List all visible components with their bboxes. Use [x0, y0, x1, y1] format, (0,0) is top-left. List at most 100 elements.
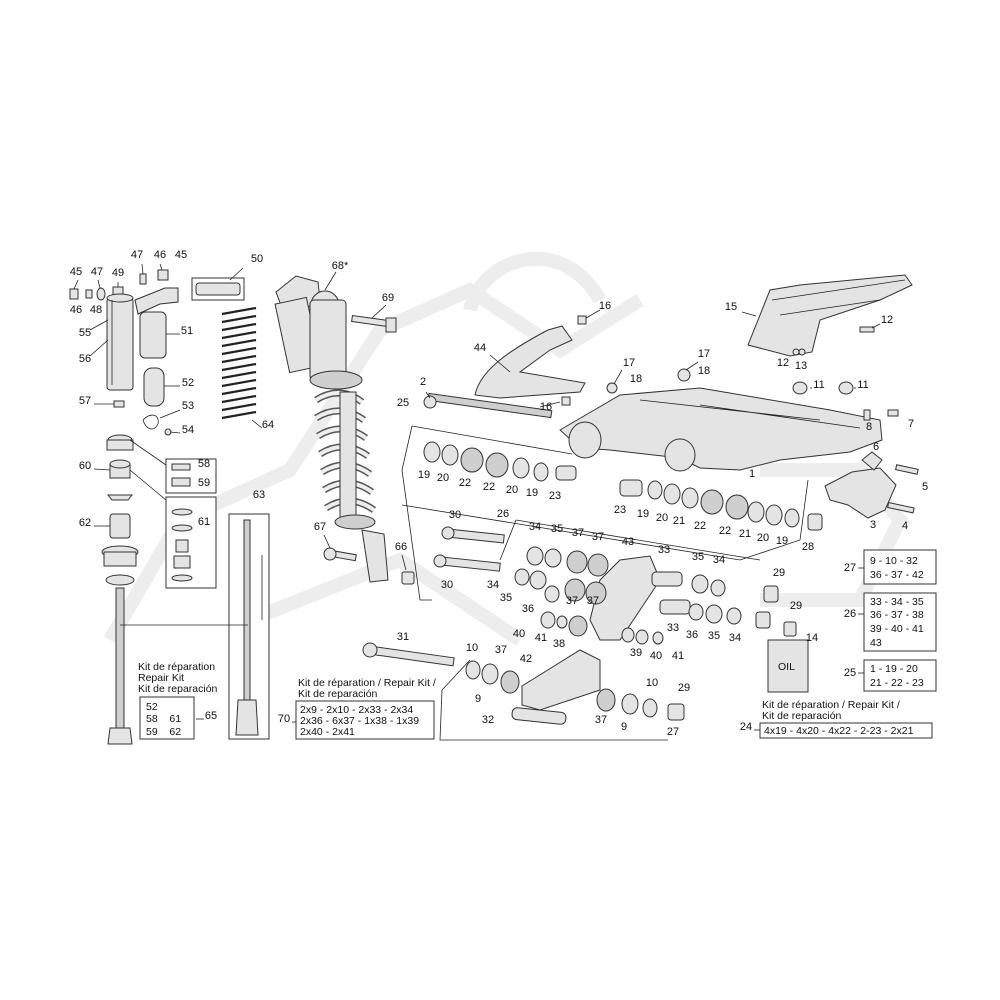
callout-c35b: 35	[692, 551, 704, 563]
callout-c9a: 9	[475, 693, 481, 705]
callout-c52: 52	[182, 377, 194, 389]
callout-c19a: 19	[418, 469, 430, 481]
callout-c37b: 37	[592, 531, 604, 543]
callout-c37c: 37	[566, 595, 578, 607]
callout-c18b: 18	[698, 365, 710, 377]
brake-bracket-3	[824, 467, 897, 519]
kit-25: 1 - 19 - 20 21 - 22 - 23	[863, 659, 937, 692]
callout-c69: 69	[382, 292, 394, 304]
callout-c11a: 11	[813, 379, 824, 391]
callout-c49: 49	[112, 267, 124, 279]
callout-c29a: 29	[773, 567, 785, 579]
callout-c18a: 18	[630, 373, 642, 385]
swingarm-1	[559, 387, 883, 471]
callout-c8: 8	[866, 421, 872, 433]
callout-c30b: 30	[441, 579, 453, 591]
callout-c64: 64	[262, 419, 274, 431]
callout-c59: 59	[198, 477, 210, 489]
kit-26-row-4: 43	[870, 637, 882, 649]
callout-c3: 3	[870, 519, 876, 531]
callout-c19b: 19	[526, 487, 538, 499]
kit-24-title-2: Kit de reparación	[762, 710, 842, 722]
callout-c44: 44	[474, 342, 486, 354]
callout-c19c: 19	[637, 508, 649, 520]
callout-c35a: 35	[551, 523, 563, 535]
callout-c43: 43	[622, 536, 634, 548]
kit-70-title-2: Kit de reparación	[298, 688, 378, 700]
callout-c56: 56	[79, 353, 91, 365]
callout-c16b: 16	[540, 401, 552, 413]
callout-c35d: 35	[708, 630, 720, 642]
spring-64	[221, 306, 257, 420]
callout-c21a: 21	[673, 515, 685, 527]
callout-c25a: 25	[397, 397, 409, 409]
callout-c67: 67	[314, 521, 326, 533]
kit-65-title-1: Kit de réparation	[138, 661, 215, 673]
callout-c66: 66	[395, 541, 407, 553]
callout-c33a: 33	[658, 544, 670, 556]
callout-c12b: 12	[777, 357, 789, 369]
kit-24-row-1: 4x19 - 4x20 - 4x22 - 2-23 - 2x21	[764, 725, 914, 737]
callout-c38: 38	[553, 638, 565, 650]
reservoir-56	[106, 297, 134, 391]
callout-c21b: 21	[739, 528, 751, 540]
callout-c34c: 34	[487, 579, 499, 591]
callout-c41b: 41	[672, 650, 684, 662]
callout-c9b: 9	[621, 721, 627, 733]
bearing-row-rear	[619, 479, 823, 531]
callout-c34a: 34	[529, 521, 541, 533]
callout-c40a: 40	[513, 628, 525, 640]
callout-c22b: 22	[483, 481, 495, 493]
kit-26: 33 - 34 - 35 36 - 37 - 38 39 - 40 - 41 4…	[863, 592, 937, 652]
screw-45	[69, 288, 79, 300]
callout-c13: 13	[795, 360, 807, 372]
callout-c6: 6	[873, 441, 879, 453]
linkage-assembly	[362, 519, 779, 741]
callout-c5: 5	[922, 481, 928, 493]
callout-c55: 55	[79, 327, 91, 339]
callout-c36a: 36	[522, 603, 534, 615]
callout-c22c: 22	[694, 520, 706, 532]
callout-c48: 48	[90, 304, 102, 316]
callout-c20c: 20	[656, 512, 668, 524]
callout-c20b: 20	[506, 484, 518, 496]
callout-c61: 61	[198, 516, 210, 528]
callout-c32: 32	[482, 714, 494, 726]
callout-c23a: 23	[549, 490, 561, 502]
callout-c22d: 22	[719, 525, 731, 537]
kit-24: Kit de réparation / Repair Kit / Kit de …	[754, 699, 933, 739]
callout-c26a: 26	[497, 508, 509, 520]
callout-c30a: 30	[449, 509, 461, 521]
callout-c28: 28	[802, 541, 814, 553]
kit-26-row-3: 39 - 40 - 41	[870, 623, 924, 635]
callout-c35c: 35	[500, 592, 512, 604]
bracket-25	[401, 425, 432, 601]
callout-c51: 51	[181, 325, 193, 337]
kit-26-row-1: 33 - 34 - 35	[870, 596, 924, 608]
callout-c23b: 23	[614, 504, 626, 516]
callout-c46b: 46	[70, 304, 82, 316]
callout-c37a: 37	[572, 527, 584, 539]
callout-c47a: 47	[91, 266, 103, 278]
oil-label: OIL	[778, 661, 795, 673]
callout-c12a: 12	[881, 314, 893, 326]
kit-70-title-1: Kit de réparation / Repair Kit /	[298, 677, 436, 689]
callout-c7: 7	[908, 418, 914, 430]
callout-c42: 42	[520, 653, 532, 665]
kit-27-row-1: 9 - 10 - 32	[870, 555, 918, 567]
kit-27-row-2: 36 - 37 - 42	[870, 569, 924, 581]
callout-c27b: 27	[844, 562, 856, 574]
callout-c33b: 33	[667, 622, 679, 634]
callout-c37e: 37	[495, 644, 507, 656]
callout-c27a: 27	[667, 726, 679, 738]
kit-25-row-2: 21 - 22 - 23	[870, 677, 924, 689]
callout-c24: 24	[740, 721, 752, 733]
callout-c14: 14	[806, 632, 818, 644]
callout-c1: 1	[749, 468, 755, 480]
callout-c58: 58	[198, 458, 210, 470]
callout-c10a: 10	[466, 642, 478, 654]
callout-c65: 65	[205, 710, 217, 722]
callout-c17b: 17	[698, 348, 710, 360]
kit-70-row-1: 2x9 - 2x10 - 2x33 - 2x34	[300, 704, 413, 716]
